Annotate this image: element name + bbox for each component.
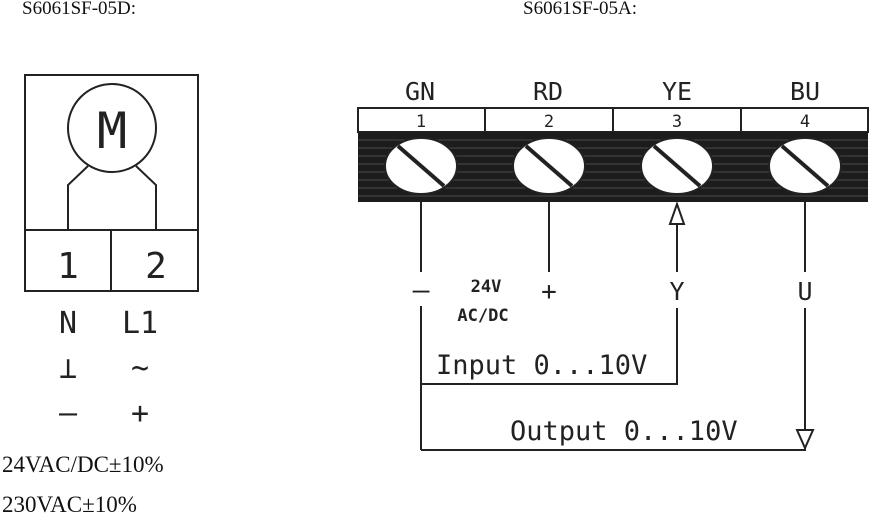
screw-icon — [384, 137, 458, 195]
left-wiring-diagram: M 1 2 N L1 ⊥ ~ — + — [24, 74, 199, 431]
left-diagram-title: S6061SF-05D: — [22, 0, 137, 19]
output-arrow-icon — [795, 429, 815, 451]
wire-color-rd: RD — [533, 77, 563, 106]
signal-u-label: U — [797, 277, 812, 306]
left-terminal-2: 2 — [145, 246, 167, 287]
input-signal-wire — [421, 308, 678, 385]
ground-symbol: ⊥ — [59, 351, 77, 386]
terminal-number-3: 3 — [672, 112, 682, 132]
right-diagram-title: S6061SF-05A: — [523, 0, 638, 19]
minus-symbol: — — [59, 396, 78, 431]
supply-minus-label: — — [413, 273, 430, 306]
plus-symbol: + — [131, 396, 149, 431]
right-wiring-diagram: GN RD YE BU 1 2 3 4 — [357, 77, 869, 451]
terminal-number-1: 1 — [416, 112, 426, 132]
wire-color-gn: GN — [405, 77, 435, 106]
wire-color-ye: YE — [662, 77, 692, 106]
left-terminal-1: 1 — [57, 246, 79, 287]
motor-symbol: M — [97, 102, 127, 160]
motor-lead-2 — [135, 165, 157, 230]
screw-icon — [768, 137, 842, 195]
screw-icon — [640, 137, 714, 195]
wire-color-bu: BU — [790, 77, 820, 106]
signal-y-label: Y — [669, 277, 684, 306]
motor-lead-1 — [67, 165, 89, 230]
ac-symbol: ~ — [131, 351, 149, 386]
motor-icon — [67, 83, 157, 173]
input-arrow-icon — [668, 200, 686, 225]
line-label: L1 — [122, 306, 158, 341]
voltage-spec-230v: 230VAC±10% — [2, 492, 137, 517]
supply-plus-label: + — [541, 277, 557, 307]
output-range-label: Output 0...10V — [510, 416, 738, 447]
screw-icon — [512, 137, 586, 195]
neutral-label: N — [59, 306, 77, 341]
terminal-number-4: 4 — [800, 112, 810, 132]
supply-voltage-label: 24V — [471, 277, 502, 297]
supply-type-label: AC/DC — [457, 306, 508, 326]
terminal-number-2: 2 — [544, 112, 554, 132]
voltage-spec-24v: 24VAC/DC±10% — [2, 452, 164, 477]
input-range-label: Input 0...10V — [436, 350, 647, 381]
